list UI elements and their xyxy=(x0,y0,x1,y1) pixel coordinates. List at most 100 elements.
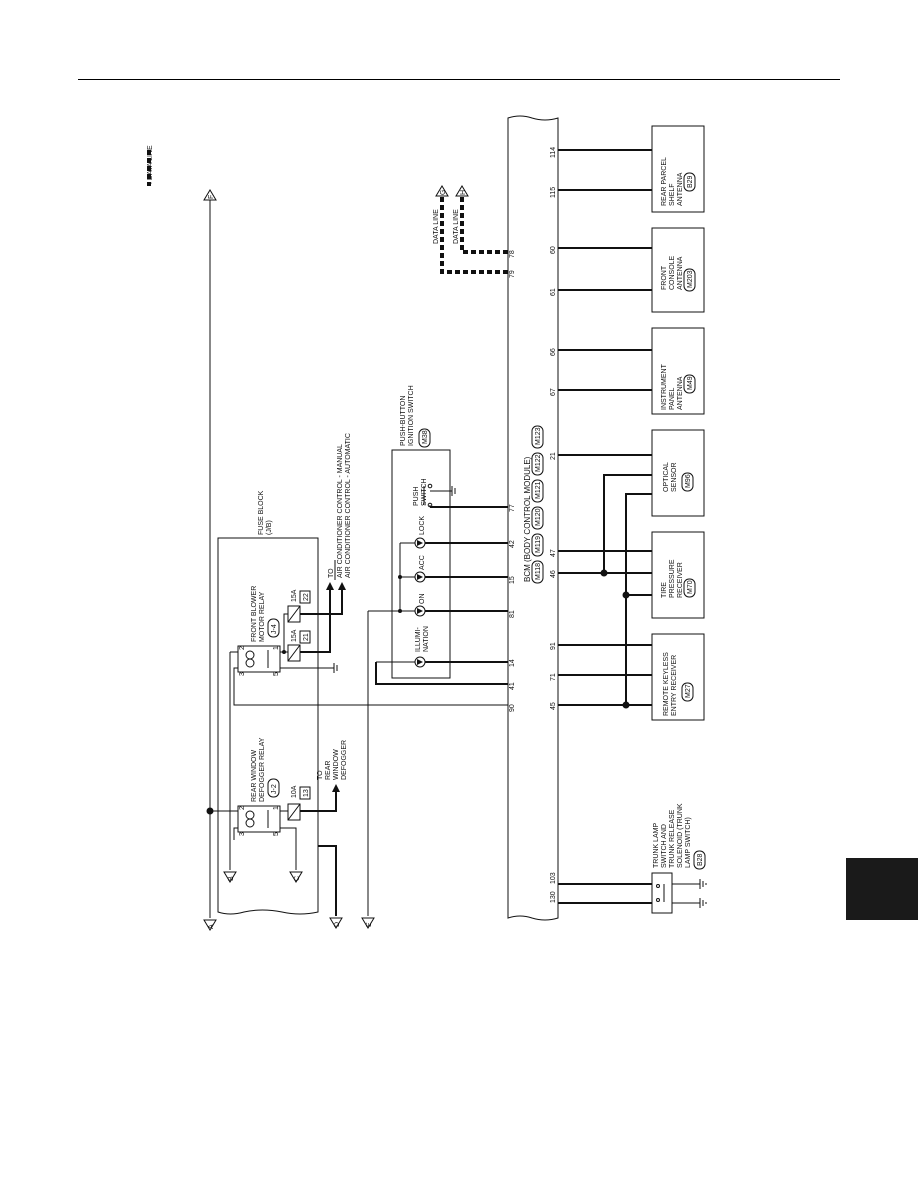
connector-b-label: B xyxy=(228,876,235,881)
pin-42: 42 xyxy=(509,540,516,548)
fb-pin-1: 1 xyxy=(273,646,280,650)
bcm-codes: M118 M119 M120 M121 M122 M123 xyxy=(531,425,544,584)
trunk-line4: SOLENOID (TRUNK xyxy=(677,803,684,868)
connector-g-label: G xyxy=(440,190,447,195)
defog-to: TO xyxy=(317,770,324,780)
instrument-line2: PANEL xyxy=(669,387,676,410)
trunk-line1: TRUNK LAMP xyxy=(653,823,660,868)
led-on: ON xyxy=(400,594,508,617)
rd-line2: DEFOGGER RELAY xyxy=(259,737,266,802)
fuse-21-num: 21 xyxy=(303,633,310,641)
wire-41 xyxy=(375,662,508,685)
fb-code: J-4 xyxy=(271,624,278,634)
pin-21: 21 xyxy=(550,452,557,460)
pin-67: 67 xyxy=(550,388,557,396)
tire-line3: RECEIVER xyxy=(677,562,684,598)
illum-line1: ILLUMI- xyxy=(415,626,422,652)
fb-line2: MOTOR RELAY xyxy=(259,591,266,642)
connector-d-label: D xyxy=(334,922,341,927)
connector-c: C xyxy=(289,871,303,883)
pin-91: 91 xyxy=(550,642,557,650)
optical-line2: SENSOR xyxy=(671,462,678,492)
tire-line1: TIRE xyxy=(661,582,668,598)
connector-d: D xyxy=(329,917,343,929)
bcm-label-group: BCM (BODY CONTROL MODULE) xyxy=(523,456,532,582)
fuse-block-wiring xyxy=(206,200,508,918)
connector-a: A xyxy=(203,189,217,931)
led-lock-label: LOCK xyxy=(419,516,426,535)
tire-line2: PRESSURE xyxy=(669,559,676,598)
fuse-22-amp: 15A xyxy=(291,589,298,602)
data-line-g-label: DATA LINE xyxy=(433,209,440,244)
fuse-13-amp: 10A xyxy=(291,785,298,798)
front-console-line3: ANTENNA xyxy=(677,256,684,290)
rd-line1: REAR WINDOW xyxy=(251,750,258,803)
ac-manual: AIR CONDITIONER CONTROL - MANUAL xyxy=(337,444,344,578)
connector-f: F xyxy=(208,195,215,199)
trunk-code: B28 xyxy=(697,853,704,866)
pin-77: 77 xyxy=(509,504,516,512)
push-button-ignition-switch: PUSH-BUTTON IGNITION SWITCH M38 PUSH SWI… xyxy=(376,385,508,679)
push-button-line1: PUSH-BUTTON xyxy=(400,396,407,446)
pin-66: 66 xyxy=(550,348,557,356)
trunk-line5: LAMP SWITCH) xyxy=(685,817,692,868)
bcm-code: M120 xyxy=(535,508,542,526)
pin-47: 47 xyxy=(550,549,557,557)
bcm-pin-numbers: 114 115 78 79 60 61 66 67 21 77 47 42 46… xyxy=(509,147,557,903)
pin-14: 14 xyxy=(509,659,516,667)
pin-45: 45 xyxy=(550,702,557,710)
pin-103: 103 xyxy=(550,872,557,884)
pin-130: 130 xyxy=(550,891,557,903)
rd-pin-5: 5 xyxy=(273,832,280,836)
fb-pin-2: 2 xyxy=(239,646,246,650)
instrument-code: M49 xyxy=(687,376,694,390)
connector-b: B xyxy=(223,871,237,883)
data-line-g xyxy=(440,196,508,274)
connector-a-label: A xyxy=(208,924,215,929)
rear-defogger-relay: 2 3 1 5 REAR WINDOW DEFOGGER RELAY J-2 xyxy=(237,737,281,836)
data-line-h xyxy=(460,196,508,254)
pin-60: 60 xyxy=(550,246,557,254)
rear-parcel-line1: REAR PARCEL xyxy=(661,157,668,206)
rear-parcel-code: B29 xyxy=(687,175,694,188)
right-wires xyxy=(558,149,652,904)
trunk-line3: TRUNK RELEASE xyxy=(669,809,676,868)
pin-114: 114 xyxy=(550,147,557,158)
front-console-line2: CONSOLE xyxy=(669,255,676,290)
fuse-13-num: 13 xyxy=(303,789,310,797)
bcm-code: M123 xyxy=(535,427,542,445)
ac-auto: AIR CONDITIONER CONTROL - AUTOMATIC xyxy=(345,433,352,578)
led-illumination: ILLUMI- NATION xyxy=(376,626,508,668)
fuse-21-amp: 15A xyxy=(291,629,298,642)
connector-h-label: H xyxy=(460,190,467,195)
optical-sensor: OPTICAL SENSOR M96 xyxy=(651,429,705,517)
front-console-line1: FRONT xyxy=(661,265,668,290)
led-on-label: ON xyxy=(419,594,426,605)
front-console-antenna: FRONT CONSOLE ANTENNA M203 xyxy=(651,227,705,313)
keyless-line1: REMOTE KEYLESS xyxy=(663,652,670,716)
trunk-lamp-switch: TRUNK LAMP SWITCH AND TRUNK RELEASE SOLE… xyxy=(651,803,707,914)
pin-81: 81 xyxy=(509,610,516,618)
illum-line2: NATION xyxy=(423,626,430,652)
rd-code: J-2 xyxy=(271,784,278,794)
instrument-line3: ANTENNA xyxy=(677,376,684,410)
defog-l2: WINDOW xyxy=(333,749,340,780)
optical-code: M96 xyxy=(685,474,692,488)
connector-f-label: F xyxy=(208,195,215,199)
bcm-code: M118 xyxy=(535,563,542,580)
connector-e: E xyxy=(361,917,375,929)
keyless-line2: ENTRY RECEIVER xyxy=(671,655,678,716)
legend-data-line-text: : DATA LINE xyxy=(147,145,154,184)
bcm-label: BCM (BODY CONTROL MODULE) xyxy=(523,456,532,582)
connector-c-label: C xyxy=(294,876,301,881)
ac-to: TO xyxy=(328,568,335,578)
fuse-10a-13: 10A 13 xyxy=(287,785,311,821)
connector-h-arrow xyxy=(455,185,469,197)
connector-g-arrow xyxy=(435,185,449,197)
rd-pin-1: 1 xyxy=(273,806,280,810)
front-console-code: M203 xyxy=(687,270,694,288)
push-button-line2: IGNITION SWITCH xyxy=(408,385,415,446)
optical-line1: OPTICAL xyxy=(663,462,670,492)
rear-parcel-line2: SHELF xyxy=(669,183,676,206)
